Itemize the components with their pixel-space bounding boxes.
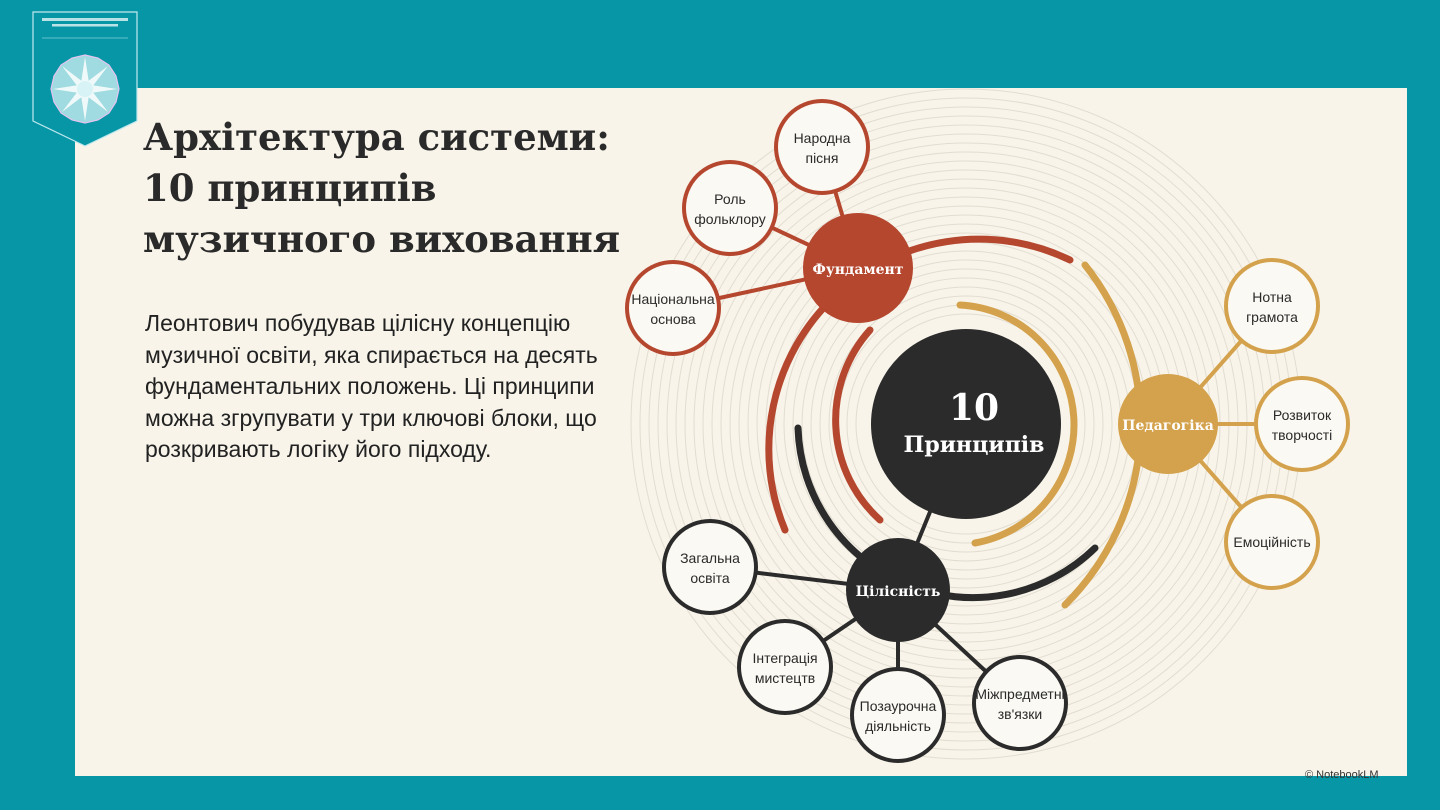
pedagogy-principle-node: Розвиток творчості [1254, 376, 1350, 472]
principle-label: основа [650, 311, 696, 327]
principle-label: Роль [714, 191, 746, 207]
principle-label: діяльність [865, 718, 931, 734]
pedagogy-inner-arc [956, 301, 1078, 547]
principle-label: пісня [805, 150, 838, 166]
principle-label: освіта [690, 570, 730, 586]
principle-label: Розвиток [1273, 407, 1332, 423]
title-line: Архітектура системи: [143, 115, 610, 159]
pedagogy-principle-node: Емоційність [1224, 494, 1320, 590]
center-label: Принципів [904, 432, 1045, 458]
foundation-principle-node: Народна пісня [774, 99, 870, 195]
center-number: 10 [949, 387, 999, 429]
principle-label: Нотна [1252, 289, 1292, 305]
integrity-principle-node: Позаурочна діяльність [850, 667, 946, 763]
principle-label: Міжпредметні [975, 686, 1064, 702]
principle-label: творчості [1272, 427, 1333, 443]
credit-text: © NotebookLM [1305, 769, 1379, 781]
integrity-principle-node: Міжпредметні зв'язки [972, 655, 1068, 751]
foundation-inner-arc [832, 326, 884, 524]
principle-label: фольклору [694, 211, 765, 227]
integrity-principle-node: Інтеграція мистецтв [737, 619, 833, 715]
principle-label: грамота [1246, 309, 1298, 325]
university-logo [32, 11, 138, 147]
slide-body-text: Леонтович побудував цілісну концепцію му… [145, 310, 598, 462]
foundation-principle-node: Роль фольклору [682, 160, 778, 256]
ring [828, 286, 1104, 562]
principle-label: мистецтв [755, 670, 815, 686]
ring [819, 277, 1113, 571]
integrity-hub: Цілісність [846, 538, 950, 642]
pedagogy-label: Педагогіка [1122, 418, 1214, 434]
foundation-principle-node: Національна основа [625, 260, 721, 356]
principle-label: зв'язки [998, 706, 1042, 722]
integrity-principle-node: Загальна освіта [662, 519, 758, 615]
pedagogy-principle-node: Нотна грамота [1224, 258, 1320, 354]
integrity-label: Цілісність [856, 584, 941, 600]
title-line: 10 принципів [143, 166, 437, 210]
foundation-label: Фундамент [813, 262, 904, 278]
foundation-hub: Фундамент [803, 213, 913, 323]
principle-label: Національна [631, 291, 715, 307]
slide-title: Архітектура системи: 10 принципів музичн… [143, 112, 620, 265]
principle-label: Народна [794, 130, 851, 146]
principle-label: Інтеграція [752, 650, 817, 666]
title-line: музичного виховання [143, 217, 621, 261]
center-node: 10 Принципів [871, 329, 1061, 519]
principle-label: Позаурочна [860, 698, 937, 714]
principle-label: Загальна [680, 550, 740, 566]
pedagogy-hub: Педагогіка [1118, 374, 1218, 474]
principle-label: Емоційність [1233, 534, 1310, 550]
